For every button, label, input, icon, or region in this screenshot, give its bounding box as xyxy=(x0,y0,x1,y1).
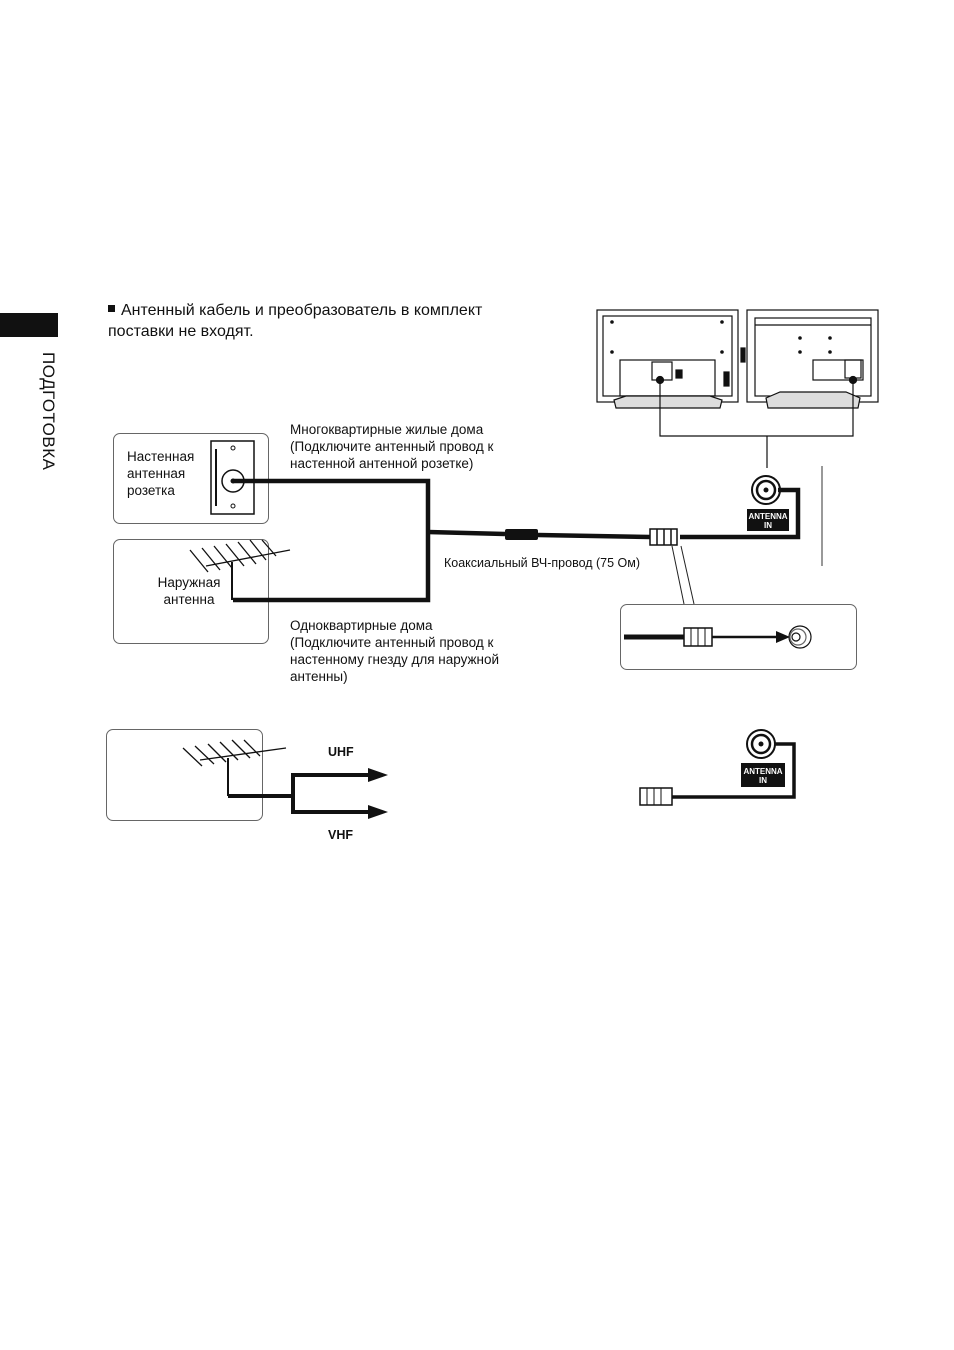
uhf-vhf-split-cable xyxy=(228,773,370,814)
uhf-vhf-antenna-icon xyxy=(182,739,287,796)
multi-family-label: Многоквартирные жилые дома (Подключите а… xyxy=(290,422,494,471)
antenna-in-tag-line1-bottom: ANTENNA xyxy=(743,767,782,776)
antenna-in-tag-line1: ANTENNA xyxy=(748,512,787,521)
antenna-in-tag-line2-bottom: IN xyxy=(759,776,767,785)
outdoor-antenna-box xyxy=(113,539,269,644)
coax-plug xyxy=(649,528,678,546)
note-text: Антенный кабель и преобразователь в комп… xyxy=(108,302,483,340)
cable-ferrite xyxy=(505,529,538,540)
antenna-in-tag-line2: IN xyxy=(764,521,772,530)
zoom-lines xyxy=(671,545,695,605)
vhf-label: VHF xyxy=(328,828,353,842)
antenna-in-port-top: ANTENNA IN xyxy=(747,475,789,531)
bullet-icon xyxy=(108,305,115,312)
coax-cable-main xyxy=(233,478,801,603)
tv-rear-view-right xyxy=(746,309,879,409)
section-tab-marker xyxy=(0,313,58,337)
single-family-label: Одноквартирные дома (Подключите антенный… xyxy=(290,618,500,684)
wall-outlet-plate xyxy=(210,440,255,515)
connector-detail xyxy=(624,625,812,649)
section-title: ПОДГОТОВКА xyxy=(39,352,58,471)
vhf-arrow-icon xyxy=(368,805,388,819)
coax-cable-label: Коаксиальный ВЧ-провод (75 Ом) xyxy=(444,556,641,570)
uhf-arrow-icon xyxy=(368,768,388,782)
uhf-label: UHF xyxy=(328,745,354,759)
outdoor-antenna-icon xyxy=(189,539,291,600)
antenna-in-port-bottom: ANTENNA IN xyxy=(639,729,796,806)
outdoor-antenna-label: Наружная антенна xyxy=(157,575,221,607)
wall-outlet-label: Настенная антенная розетка xyxy=(127,449,195,498)
tv-rear-view-left xyxy=(596,309,746,409)
note-text-block: Антенный кабель и преобразователь в комп… xyxy=(108,300,528,342)
tv-to-port-bracket xyxy=(655,375,858,468)
